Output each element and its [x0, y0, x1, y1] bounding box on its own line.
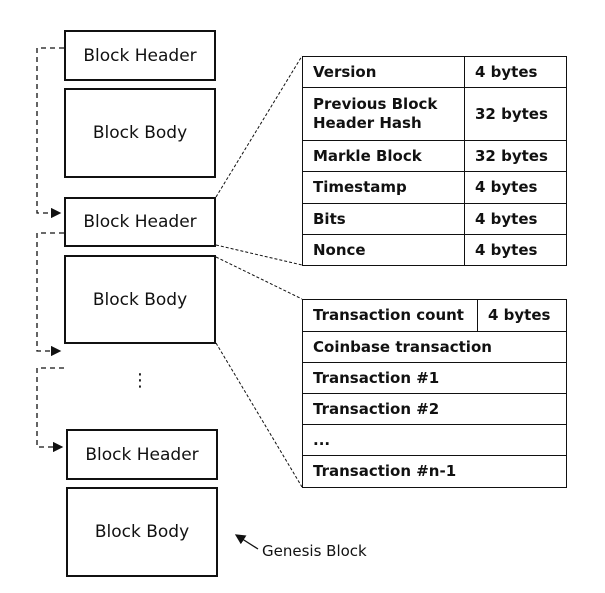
body-row: ...	[302, 424, 567, 456]
table-row: Previous Block Header Hash 32 bytes	[302, 87, 567, 141]
chain-link-2	[36, 232, 64, 357]
chain-link-3	[36, 367, 64, 453]
transaction-count-label: Transaction count	[302, 299, 478, 332]
field-size: 4 bytes	[464, 56, 567, 88]
table-row: Transaction #2	[302, 393, 567, 425]
block-header-fields-table: Version 4 bytes Previous Block Header Ha…	[302, 56, 567, 266]
top-block-header-label: Block Header	[83, 45, 197, 66]
genesis-block-body: Block Body	[66, 487, 218, 577]
field-name: Markle Block	[302, 140, 465, 172]
middle-block-body-label: Block Body	[92, 289, 188, 310]
body-row: Transaction #1	[302, 362, 567, 394]
table-row: Markle Block 32 bytes	[302, 140, 567, 172]
genesis-block-body-label: Block Body	[94, 522, 190, 542]
body-row: Coinbase transaction	[302, 331, 567, 363]
genesis-block-header-label: Block Header	[85, 444, 199, 465]
chain-link-1	[36, 47, 64, 219]
zoom-line-header-bottom	[215, 244, 303, 266]
table-row: Transaction count 4 bytes	[302, 299, 567, 332]
genesis-block-label: Genesis Block	[262, 542, 367, 560]
field-name: Previous Block Header Hash	[302, 87, 465, 141]
top-block-body: Block Body	[64, 88, 216, 178]
body-row: Transaction #n-1	[302, 455, 567, 488]
table-row: Nonce 4 bytes	[302, 234, 567, 266]
field-size: 4 bytes	[464, 203, 567, 235]
transaction-count-size: 4 bytes	[477, 299, 567, 332]
genesis-block-header: Block Header	[66, 429, 218, 480]
field-size: 4 bytes	[464, 234, 567, 266]
top-block-header: Block Header	[64, 30, 216, 81]
field-name: Nonce	[302, 234, 465, 266]
zoom-line-body-bottom	[215, 342, 303, 488]
field-name: Bits	[302, 203, 465, 235]
table-row: Timestamp 4 bytes	[302, 171, 567, 204]
zoom-line-body-top	[215, 256, 303, 300]
field-name: Version	[302, 56, 465, 88]
table-row: Transaction #n-1	[302, 455, 567, 488]
more-blocks-ellipsis: ⋮	[131, 370, 149, 391]
zoom-line-header-top	[215, 55, 303, 198]
body-row: Transaction #2	[302, 393, 567, 425]
field-size: 32 bytes	[464, 87, 567, 141]
table-row: Version 4 bytes	[302, 56, 567, 88]
field-size: 4 bytes	[464, 171, 567, 204]
table-row: Transaction #1	[302, 362, 567, 394]
block-body-fields-table: Transaction count 4 bytes Coinbase trans…	[302, 299, 567, 488]
table-row: Coinbase transaction	[302, 331, 567, 363]
top-block-body-label: Block Body	[92, 123, 188, 143]
field-name: Timestamp	[302, 171, 465, 204]
genesis-arrow	[234, 534, 259, 550]
middle-block-header: Block Header	[64, 197, 216, 247]
table-row: ...	[302, 424, 567, 456]
field-size: 32 bytes	[464, 140, 567, 172]
middle-block-header-label: Block Header	[83, 212, 197, 232]
table-row: Bits 4 bytes	[302, 203, 567, 235]
middle-block-body: Block Body	[64, 255, 216, 344]
